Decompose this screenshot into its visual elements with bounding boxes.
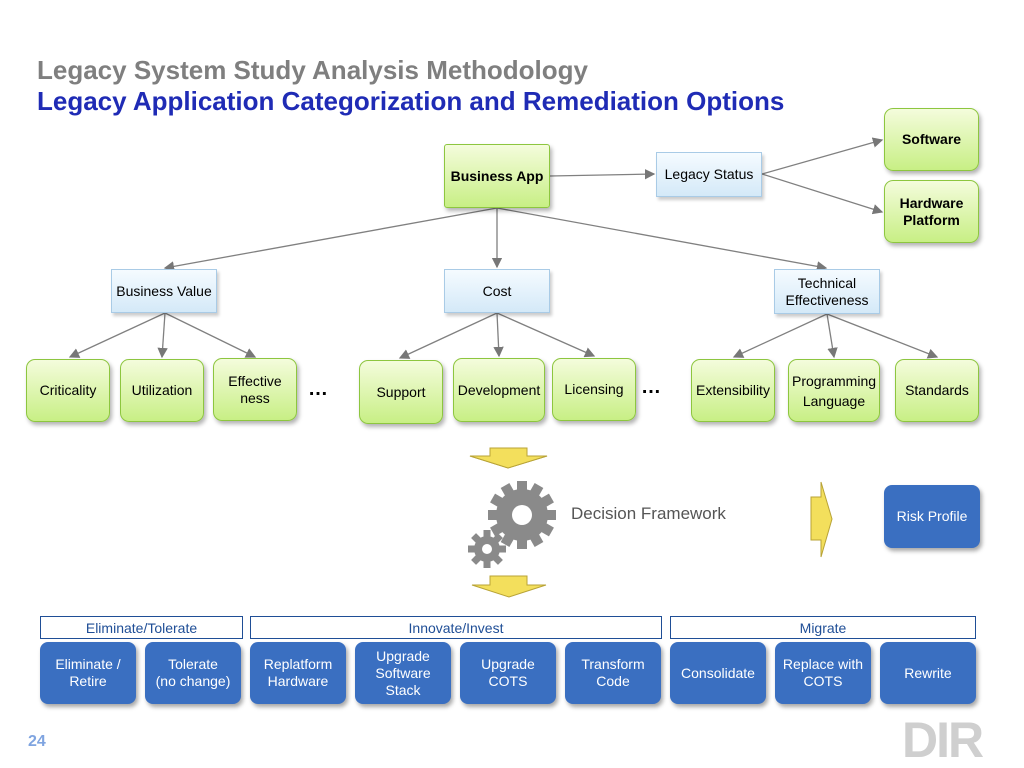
business-app-node: Business App	[444, 144, 550, 208]
right-arrow-shape	[810, 481, 833, 558]
standards-node: Standards	[895, 359, 979, 422]
decision-framework-label: Decision Framework	[571, 504, 726, 523]
arrow-app-to-business-value	[163, 207, 498, 272]
licensing-node: Licensing	[552, 358, 636, 421]
arrow-cost-to-support	[398, 312, 498, 359]
support-node: Support	[359, 360, 443, 424]
svg-text:DIR: DIR	[902, 712, 984, 762]
programming-language-node: Programming Language	[788, 359, 880, 422]
down-arrow-top-shape	[469, 447, 548, 469]
page-number: 24	[28, 733, 46, 750]
category-innovate-invest: Innovate/Invest	[250, 616, 662, 639]
arrow-cost-to-licensing	[496, 312, 596, 358]
arrow-tech-to-programming	[826, 313, 838, 359]
development-node: Development	[453, 358, 545, 422]
arrow-bv-to-utilization	[157, 312, 168, 359]
down-arrow-bottom-shape	[471, 575, 547, 598]
extensibility-node: Extensibility	[691, 359, 775, 422]
technical-effectiveness-node: Technical Effectiveness	[774, 269, 880, 314]
option-rewrite: Rewrite	[880, 642, 976, 704]
dir-logo-icon: DIR	[902, 712, 986, 768]
option-tolerate: Tolerate (no change)	[145, 642, 241, 704]
ellipsis-1: …	[308, 378, 328, 400]
effectiveness-node: Effective ness	[213, 358, 297, 421]
risk-profile-node: Risk Profile	[884, 485, 980, 548]
arrow-tech-to-extensibility	[732, 313, 828, 358]
criticality-node: Criticality	[26, 359, 110, 422]
category-migrate: Migrate	[670, 616, 976, 639]
arrow-app-to-legacy-status	[549, 168, 656, 180]
dir-logo: DIR	[900, 712, 1004, 768]
ellipsis-2: …	[641, 376, 661, 398]
software-node: Software	[884, 108, 979, 171]
option-transform-code: Transform Code	[565, 642, 661, 704]
hardware-platform-node: Hardware Platform	[884, 180, 979, 243]
gear-icon	[468, 481, 556, 568]
legacy-status-node: Legacy Status	[656, 152, 762, 197]
option-upgrade-cots: Upgrade COTS	[460, 642, 556, 704]
option-eliminate-retire: Eliminate / Retire	[40, 642, 136, 704]
arrow-cost-to-development	[493, 312, 504, 358]
category-eliminate-tolerate: Eliminate/Tolerate	[40, 616, 243, 639]
utilization-node: Utilization	[120, 359, 204, 422]
arrow-tech-to-standards	[826, 313, 939, 359]
option-upgrade-software-stack: Upgrade Software Stack	[355, 642, 451, 704]
arrow-bv-to-criticality	[68, 312, 166, 358]
option-consolidate: Consolidate	[670, 642, 766, 704]
arrow-legacy-to-software	[761, 137, 884, 175]
arrow-bv-to-effectiveness	[164, 312, 257, 358]
arrow-legacy-to-hardware	[761, 173, 884, 215]
page-title: Legacy System Study Analysis Methodology	[37, 55, 588, 85]
cost-node: Cost	[444, 269, 550, 313]
option-replatform-hardware: Replatform Hardware	[250, 642, 346, 704]
business-value-node: Business Value	[111, 269, 217, 313]
option-replace-with-cots: Replace with COTS	[775, 642, 871, 704]
page-subtitle: Legacy Application Categorization and Re…	[37, 86, 785, 116]
arrow-app-to-technical	[496, 207, 828, 272]
